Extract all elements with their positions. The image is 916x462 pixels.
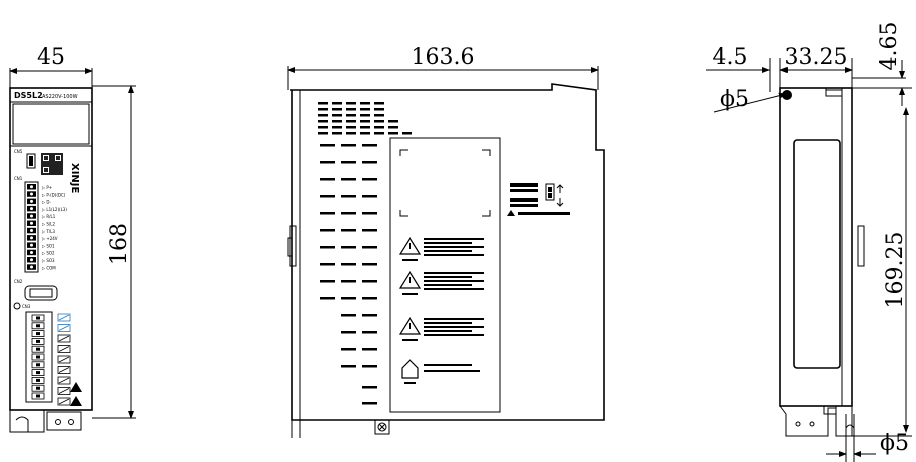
cn1-label: CN1: [14, 176, 23, 181]
front-view: 45 168 DS5L2 AS220V-100W CN5 XINJE CN1 ▷…: [9, 45, 136, 433]
terminal-label: ▷ +24V: [42, 236, 58, 241]
cn5-label: CN5: [14, 149, 23, 154]
hole-bottom-label: ϕ5: [880, 431, 909, 456]
back-height-label: 169.25: [883, 232, 908, 309]
terminal-label: ▷ P+: [42, 185, 52, 190]
front-width-label: 45: [37, 45, 65, 70]
vent-slots: [318, 102, 412, 405]
terminal-label: ▷ T/L3: [42, 229, 55, 234]
side-width-label: 163.6: [412, 45, 475, 70]
back-width-label: 33.25: [785, 45, 848, 70]
terminal-label: ▷ D-: [42, 200, 51, 205]
brand-label: XINJE: [69, 163, 80, 194]
back-left-offset-label: 4.5: [713, 45, 748, 70]
terminal-label: ▷ P-(D)(DC): [42, 192, 66, 197]
terminal-label: ▷ SO1: [42, 243, 55, 248]
label-plate: [389, 137, 501, 413]
model-label: DS5L2: [14, 91, 43, 100]
cn3-connector: [25, 311, 53, 403]
back-view: 4.5 33.25 4.65 ϕ5 ϕ5: [706, 22, 912, 462]
terminal-label: ▷ S/L2: [42, 222, 55, 227]
cn2-label: CN2: [14, 279, 23, 284]
terminal-pins: [27, 184, 36, 270]
terminal-label: ▷ SO2: [42, 251, 55, 256]
back-top-offset-label: 4.65: [877, 22, 902, 71]
front-height-label: 168: [107, 223, 132, 265]
cn3-label: CN3: [22, 304, 31, 309]
submodel-label: AS220V-100W: [42, 94, 78, 100]
dip-switch: [507, 183, 570, 216]
hole-top-label: ϕ5: [720, 87, 749, 112]
cn2-connector: [24, 285, 58, 301]
cn1-terminal-block: [24, 181, 39, 273]
terminal-label: ▷ SO3: [42, 258, 55, 263]
terminal-label: ▷ R/L1: [42, 214, 56, 219]
side-view: 163.6: [287, 45, 605, 438]
terminal-label: ▷ COM: [42, 265, 56, 270]
terminal-label: ▷ L1(L2)(L3): [42, 207, 67, 212]
terminal-labels: ▷ P+ ▷ P-(D)(DC) ▷ D- ▷ L1(L2)(L3) ▷ R/L1 ▷ S…: [42, 185, 67, 270]
